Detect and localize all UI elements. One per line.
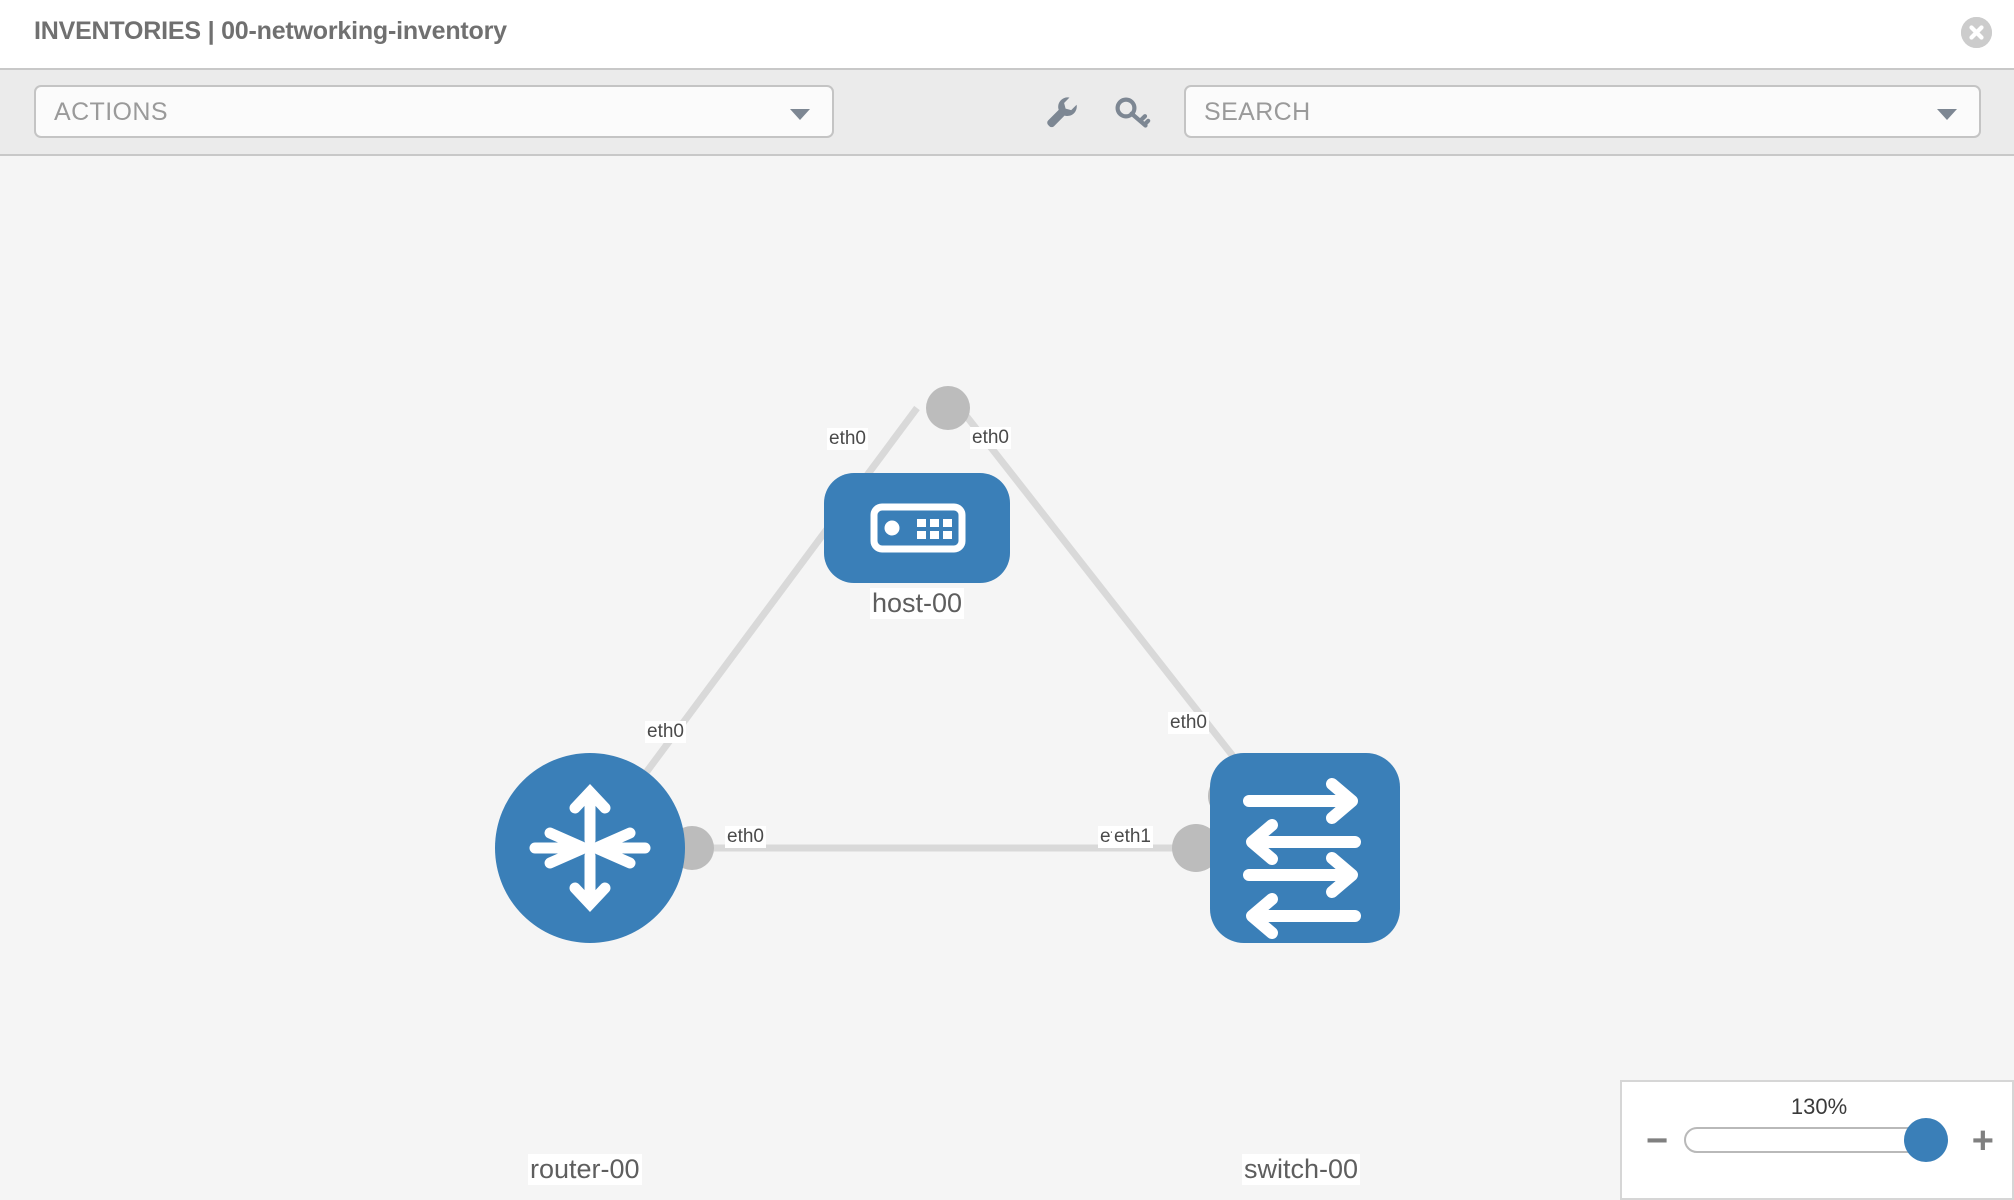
search-placeholder: SEARCH [1204,98,1311,126]
zoom-control-panel: 130% − + [1620,1080,2014,1200]
interface-label-router00-eth0: eth0 [725,826,766,848]
zoom-slider-thumb[interactable] [1904,1118,1948,1162]
chevron-down-icon[interactable] [1937,109,1957,120]
search-input[interactable]: SEARCH [1184,85,1981,138]
zoom-slider-track[interactable] [1684,1127,1946,1153]
close-icon[interactable] [1961,17,1992,48]
page-header: INVENTORIES | 00-networking-inventory [0,0,2014,68]
interface-label-switch00-eth0-uplink: eth0 [1168,712,1209,734]
node-label-router-00: router-00 [528,1154,642,1185]
interface-label-switch00-eth1: eth1 [1112,826,1153,848]
minus-icon[interactable]: − [1646,1120,1669,1162]
key-icon[interactable] [1112,92,1152,132]
node-router-00[interactable] [495,753,685,943]
plus-icon[interactable]: + [1971,1120,1994,1162]
handle-switch00-eth1[interactable] [1172,824,1220,872]
toolbar: ACTIONS SEARCH [0,68,2014,156]
switch-arrows-icon [1243,778,1361,939]
actions-dropdown[interactable]: ACTIONS [34,85,834,138]
interface-label-router00-eth0-uplink: eth0 [645,721,686,743]
chevron-down-icon [790,109,810,120]
node-label-switch-00: switch-00 [1242,1154,1361,1185]
zoom-level-label: 130% [1790,1094,1848,1119]
interface-label-host00-left: eth0 [827,428,868,450]
server-icon [870,503,966,553]
topology-graph [495,386,1400,943]
node-switch-00[interactable] [1210,753,1400,943]
topology-handles [670,386,1256,872]
interface-label-host00-right: eth0 [970,427,1011,449]
wrench-icon[interactable] [1042,92,1082,132]
topology-canvas[interactable]: eth0 eth0 eth0 eth0 eth0 eth eth1 host-0… [0,156,2014,1200]
handle-host00-eth0[interactable] [926,386,970,430]
node-host-00[interactable] [824,473,1010,583]
router-arrows-icon [529,783,651,913]
node-label-host-00: host-00 [870,588,965,619]
actions-dropdown-label: ACTIONS [54,98,168,126]
page-title: INVENTORIES | 00-networking-inventory [34,17,507,45]
